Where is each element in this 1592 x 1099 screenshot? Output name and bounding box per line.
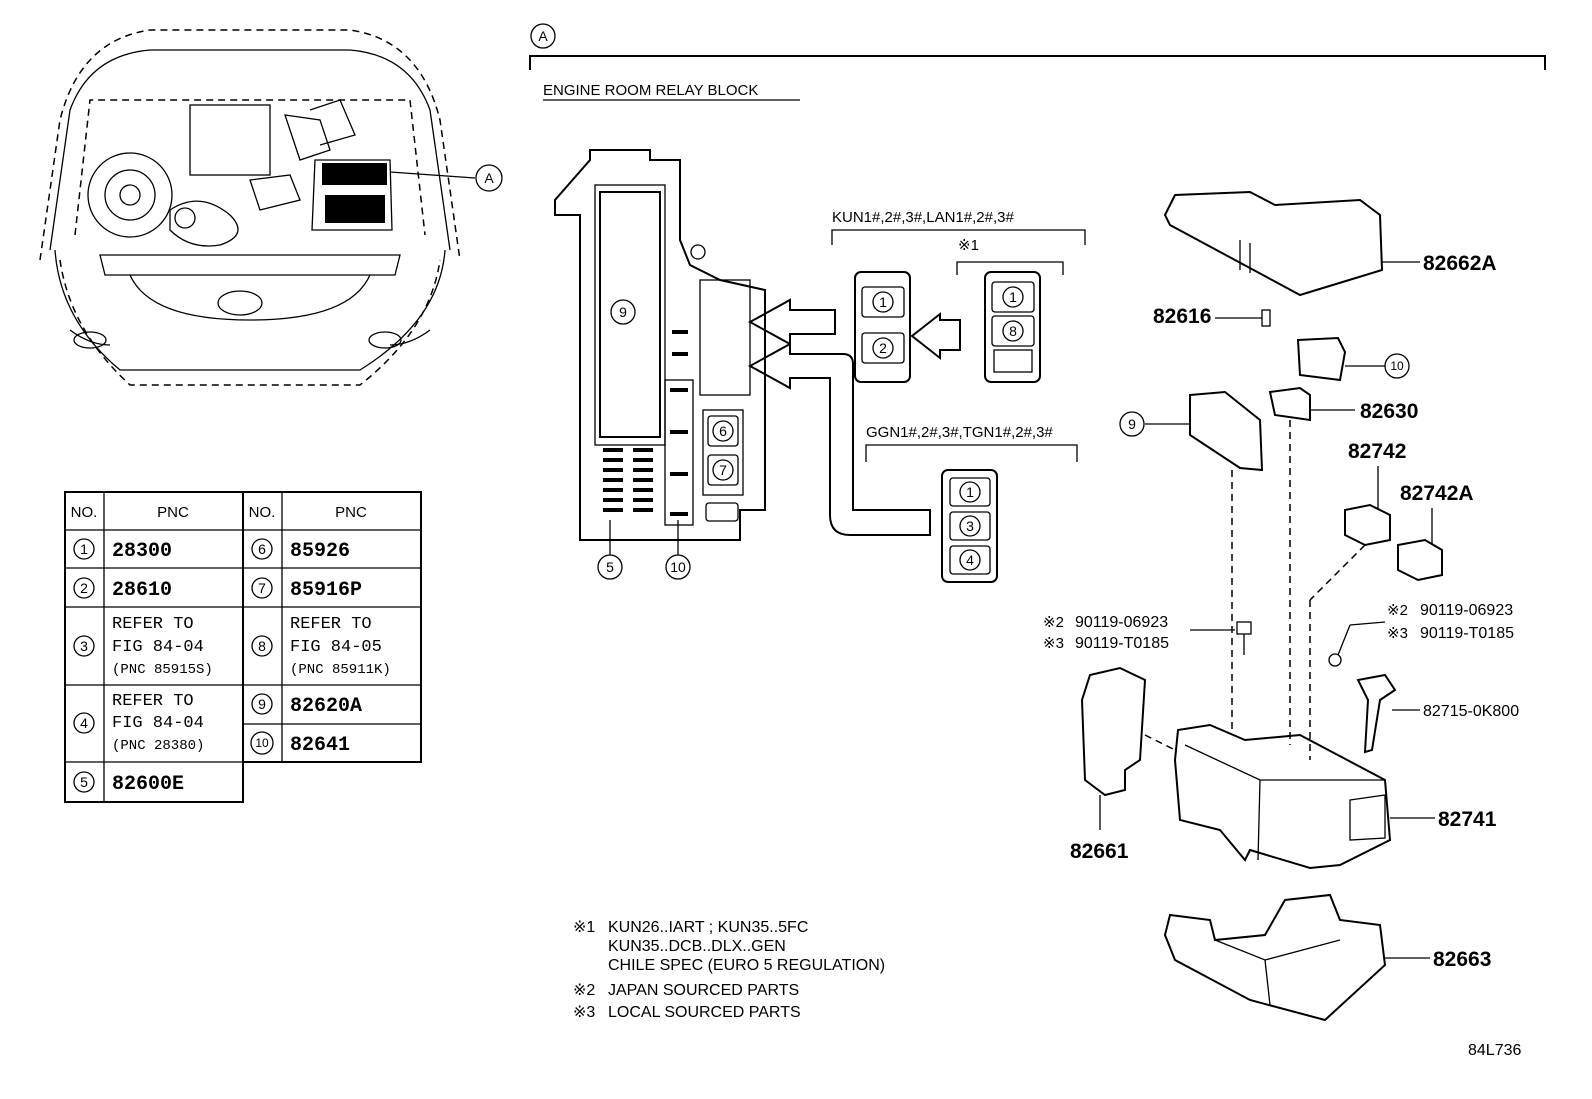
part-82741: 82741 <box>1438 808 1497 831</box>
part-callout-9: 9 <box>1128 416 1136 432</box>
box-slot-7: 7 <box>719 462 727 478</box>
engine-bay-illustration: A <box>39 29 503 386</box>
relay-group-1: KUN1#,2#,3#,LAN1#,2#,3# ※1 1 2 1 8 <box>831 209 1086 383</box>
table-row-no: 4 <box>80 715 88 731</box>
relay-group-1-label: KUN1#,2#,3#,LAN1#,2#,3# <box>832 209 1014 226</box>
table-row-pnc: 82620A <box>290 695 362 718</box>
table-row-no: 10 <box>255 736 269 750</box>
box-callout-5: 5 <box>606 559 614 575</box>
relay-3-slot-4: 4 <box>966 552 974 568</box>
relay-1-slot-1: 1 <box>879 294 887 310</box>
table-row-pnc: 82600E <box>112 773 184 796</box>
table-row-no: 8 <box>258 638 266 654</box>
box-callout-10: 10 <box>670 559 686 575</box>
bolt-left-1-mark: ※2 <box>1043 614 1064 631</box>
bolt-left-1: 90119-06923 <box>1075 614 1168 631</box>
part-callout-10: 10 <box>1390 359 1404 373</box>
footnotes: ※1 KUN26..IART ; KUN35..5FC KUN35..DCB..… <box>573 919 885 1021</box>
fuse-array-5 <box>603 448 653 512</box>
bolt-left-2-mark: ※3 <box>1043 635 1064 652</box>
bolt-right-1: 90119-06923 <box>1420 602 1513 619</box>
table-row-pnc: (PNC 28380) <box>112 738 204 754</box>
figure-code: 84L736 <box>1468 1042 1521 1059</box>
bolt-right-2-mark: ※3 <box>1387 625 1408 642</box>
table-row-pnc: REFER TO <box>290 615 372 634</box>
bolt-left-2: 90119-T0185 <box>1075 635 1169 652</box>
box-slot-6: 6 <box>719 423 727 439</box>
table-row-pnc: REFER TO <box>112 615 194 634</box>
part-82662a: 82662A <box>1423 252 1497 275</box>
table-row-pnc: (PNC 85915S) <box>112 662 213 678</box>
relay-block-diagram: 9 6 7 5 10 <box>554 149 961 580</box>
part-82663: 82663 <box>1433 948 1491 971</box>
table-header-no-1: NO. <box>71 504 98 521</box>
table-row-pnc: (PNC 85911K) <box>290 662 391 678</box>
block-title: ENGINE ROOM RELAY BLOCK <box>543 82 758 99</box>
note-2-line-1: JAPAN SOURCED PARTS <box>608 982 799 999</box>
part-82715: 82715-0K800 <box>1423 703 1519 720</box>
table-row-pnc: FIG 84-05 <box>290 638 382 657</box>
relay-group-1-sub-label: ※1 <box>958 237 979 254</box>
note-1-mark: ※1 <box>573 919 595 936</box>
relay-1-slot-2: 2 <box>879 340 887 356</box>
part-82661: 82661 <box>1070 840 1129 863</box>
relay-3-slot-3: 3 <box>966 518 974 534</box>
note-3-line-1: LOCAL SOURCED PARTS <box>608 1004 801 1021</box>
table-row-pnc: REFER TO <box>112 692 194 711</box>
note-3-mark: ※3 <box>573 1004 595 1021</box>
note-2-mark: ※2 <box>573 982 595 999</box>
table-header-pnc-2: PNC <box>335 504 367 521</box>
part-82630: 82630 <box>1360 400 1418 423</box>
note-1-line-1: KUN26..IART ; KUN35..5FC <box>608 919 808 936</box>
engine-callout-a: A <box>484 170 494 186</box>
table-row-pnc: 28300 <box>112 540 172 563</box>
note-1-line-3: CHILE SPEC (EURO 5 REGULATION) <box>608 957 885 974</box>
table-row-no: 6 <box>258 541 266 557</box>
section-header: A ENGINE ROOM RELAY BLOCK <box>529 23 1546 101</box>
part-82616: 82616 <box>1153 305 1211 328</box>
table-row-pnc: FIG 84-04 <box>112 638 204 657</box>
relay-group-2-label: GGN1#,2#,3#,TGN1#,2#,3# <box>866 424 1053 441</box>
section-marker: A <box>538 28 548 44</box>
relay-3-slot-1: 1 <box>966 484 974 500</box>
relay-group-2: GGN1#,2#,3#,TGN1#,2#,3# 1 3 4 <box>865 424 1078 583</box>
table-row-no: 5 <box>80 774 88 790</box>
part-82742: 82742 <box>1348 440 1406 463</box>
bolt-right-1-mark: ※2 <box>1387 602 1408 619</box>
table-header-no-2: NO. <box>249 504 276 521</box>
table-row-no: 7 <box>258 580 266 596</box>
table-row-pnc: 82641 <box>290 734 350 757</box>
relay-2-slot-1: 1 <box>1009 289 1017 305</box>
table-row-no: 3 <box>80 638 88 654</box>
note-1-line-2: KUN35..DCB..DLX..GEN <box>608 938 786 955</box>
table-row-no: 2 <box>80 580 88 596</box>
table-row-no: 1 <box>80 541 88 557</box>
part-82742a: 82742A <box>1400 482 1474 505</box>
table-row-pnc: 28610 <box>112 579 172 602</box>
box-slot-9: 9 <box>619 304 627 320</box>
table-row-pnc: 85926 <box>290 540 350 563</box>
relay-2-slot-8: 8 <box>1009 323 1017 339</box>
table-row-pnc: 85916P <box>290 579 362 602</box>
table-row-no: 9 <box>258 696 266 712</box>
table-header-pnc-1: PNC <box>157 504 189 521</box>
pnc-table: NO. PNC NO. PNC 1 28300 2 28610 3 REFER … <box>64 491 422 803</box>
table-row-pnc: FIG 84-04 <box>112 714 204 733</box>
bolt-right-2: 90119-T0185 <box>1420 625 1514 642</box>
exploded-parts: 82662A 82616 10 82630 9 82742 82742A ※2 … <box>1043 190 1519 1022</box>
